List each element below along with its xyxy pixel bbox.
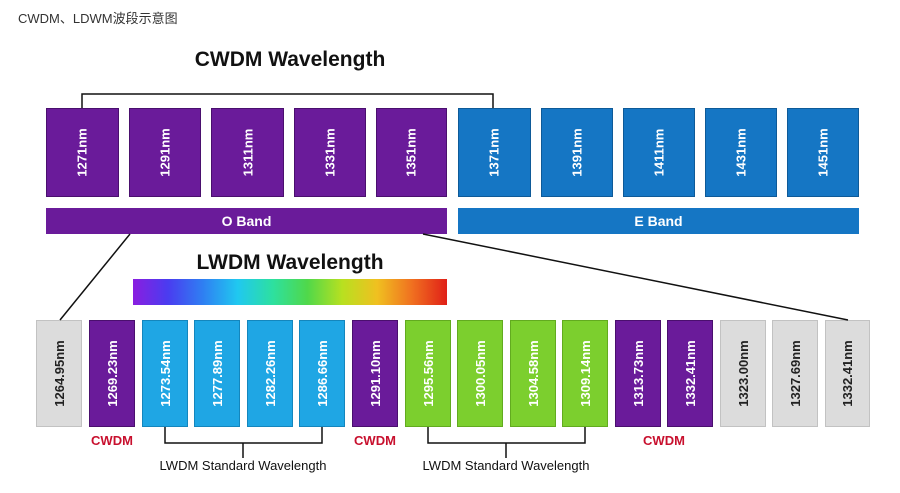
cwdm-box-1451: 1451nm xyxy=(787,108,859,197)
lwdm-box-1282-26: 1282.26nm xyxy=(247,320,293,427)
lwdm-box-1309-14: 1309.14nm xyxy=(562,320,608,427)
cwdm-bracket xyxy=(81,93,494,108)
lwdm-box-1332-41: 1332.41nm xyxy=(667,320,713,427)
lwdm-box-1300-05: 1300.05nm xyxy=(457,320,503,427)
lwdm-box-1277-89: 1277.89nm xyxy=(194,320,240,427)
lwdm-box-1304-58: 1304.58nm xyxy=(510,320,556,427)
spectrum-gradient-bar xyxy=(133,279,447,305)
lwdm-bracket-2 xyxy=(427,427,586,444)
lwdm-box-1264-95: 1264.95nm xyxy=(36,320,82,427)
cwdm-box-1431: 1431nm xyxy=(705,108,777,197)
cwdm-box-1331: 1331nm xyxy=(294,108,366,197)
cwdm-box-1411: 1411nm xyxy=(623,108,695,197)
cwdm-label-2: CWDM xyxy=(354,433,396,448)
lwdm-box-1313-73: 1313.73nm xyxy=(615,320,661,427)
o-band-right-diagonal xyxy=(422,233,849,321)
cwdm-box-1271: 1271nm xyxy=(46,108,119,197)
lwdm-box-1273-54: 1273.54nm xyxy=(142,320,188,427)
lwdm-box-1323-00: 1323.00nm xyxy=(720,320,766,427)
cwdm-label-1: CWDM xyxy=(91,433,133,448)
cwdm-box-1351: 1351nm xyxy=(376,108,447,197)
lwdm-box-1269-23: 1269.23nm xyxy=(89,320,135,427)
lwdm-box-1295-56: 1295.56nm xyxy=(405,320,451,427)
o-band-left-diagonal xyxy=(59,233,131,321)
lwdm-standard-label-1: LWDM Standard Wavelength xyxy=(159,458,327,473)
lwdm-bracket-1 xyxy=(164,427,323,444)
cwdm-box-1371: 1371nm xyxy=(458,108,531,197)
lwdm-box-1332-41-end: 1332.41nm xyxy=(825,320,870,427)
lwdm-box-1327-69: 1327.69nm xyxy=(772,320,818,427)
page-title: CWDM、LDWM波段示意图 xyxy=(18,11,178,26)
cwdm-heading: CWDM Wavelength xyxy=(194,48,386,71)
cwdm-box-1391: 1391nm xyxy=(541,108,613,197)
cwdm-box-1311: 1311nm xyxy=(211,108,284,197)
o-band-bar: O Band xyxy=(46,208,447,234)
e-band-bar: E Band xyxy=(458,208,859,234)
cwdm-box-1291: 1291nm xyxy=(129,108,201,197)
lwdm-box-1286-66: 1286.66nm xyxy=(299,320,345,427)
cwdm-label-3: CWDM xyxy=(643,433,685,448)
lwdm-heading: LWDM Wavelength xyxy=(196,251,384,274)
lwdm-standard-label-2: LWDM Standard Wavelength xyxy=(422,458,590,473)
lwdm-box-1291-10: 1291.10nm xyxy=(352,320,398,427)
